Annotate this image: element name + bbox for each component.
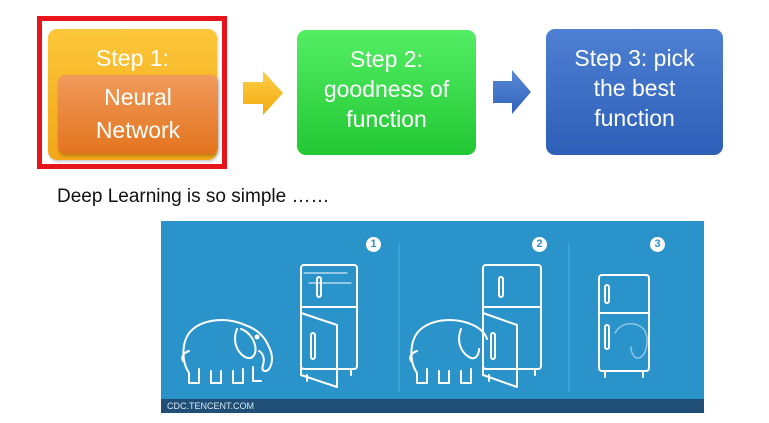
fridge-icon bbox=[482, 264, 542, 388]
step2-line2: goodness of bbox=[323, 76, 450, 102]
elephant-icon bbox=[181, 319, 273, 384]
caption: Deep Learning is so simple …… bbox=[57, 186, 330, 207]
step3-line2: the best bbox=[593, 75, 676, 101]
elephant-fridge-illustration: 1 2 3 CDC.TENCENT.COM bbox=[161, 221, 704, 413]
step1-title: Step 1: bbox=[96, 45, 169, 71]
source-credit: CDC.TENCENT.COM bbox=[167, 401, 254, 411]
step2-line3: function bbox=[346, 106, 427, 132]
neural-network-box: Neural Network bbox=[58, 75, 218, 154]
arrow-right-icon bbox=[493, 70, 531, 114]
neural-network-label-line1: Neural bbox=[104, 84, 172, 110]
illustration-footer-bar bbox=[161, 399, 704, 413]
step3-line3: function bbox=[594, 105, 675, 131]
arrow-right-icon bbox=[243, 71, 283, 115]
panel-number-3: 3 bbox=[650, 237, 665, 252]
step2-box: Step 2: goodness of function bbox=[297, 30, 476, 155]
step1-highlight-frame bbox=[37, 16, 227, 169]
fridge-icon bbox=[598, 274, 650, 378]
fridge-icon bbox=[300, 264, 358, 388]
panel-number-2: 2 bbox=[532, 237, 547, 252]
neural-network-label-line2: Network bbox=[95, 117, 181, 143]
step3-box: Step 3: pick the best function bbox=[546, 29, 723, 155]
step3-line1: Step 3: pick bbox=[574, 45, 695, 71]
step2-line1: Step 2: bbox=[350, 46, 423, 72]
elephant-icon bbox=[409, 319, 488, 384]
panel-number-1: 1 bbox=[366, 237, 381, 252]
